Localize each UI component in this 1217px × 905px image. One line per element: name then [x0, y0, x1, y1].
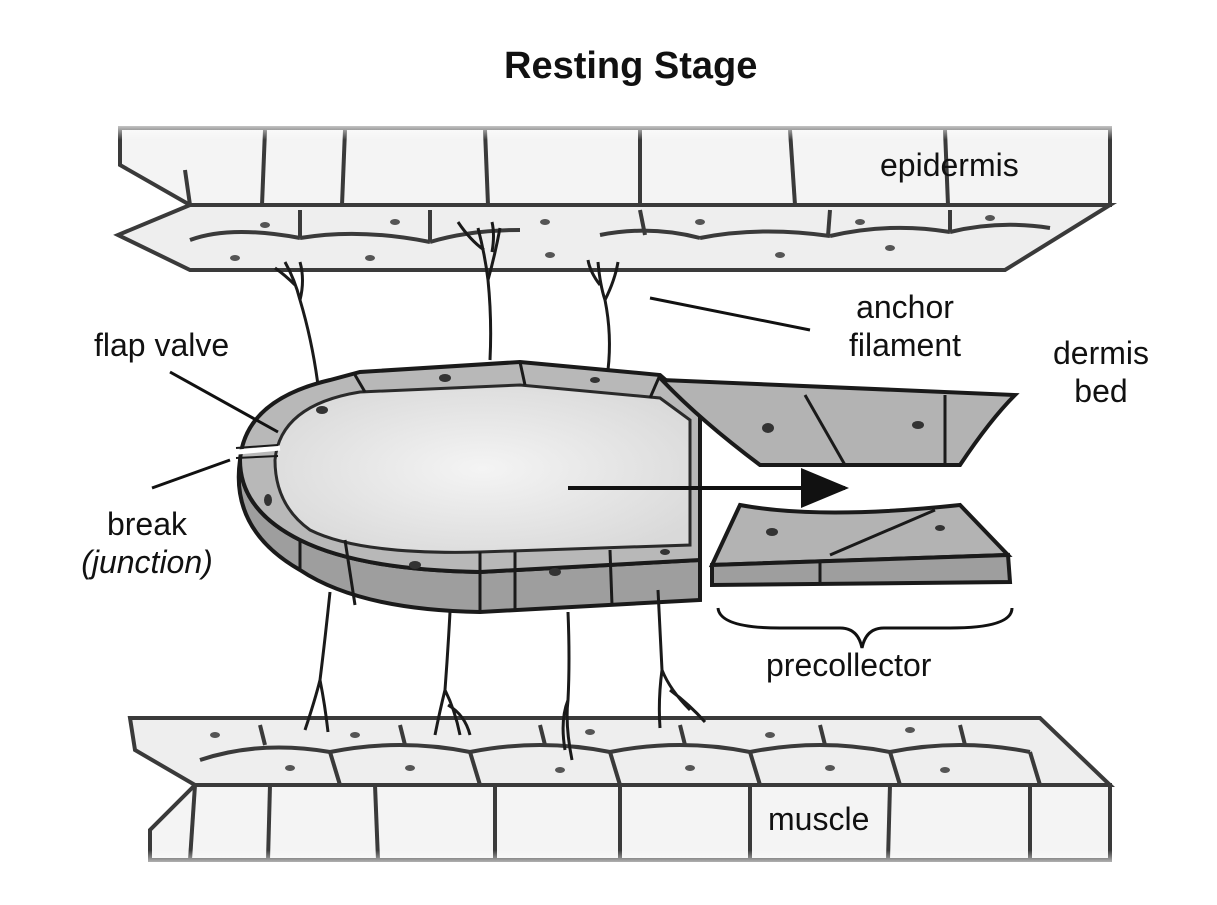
- precollector-label: precollector: [766, 647, 932, 683]
- anchor-filament-leader: [649, 296, 811, 332]
- epidermis-label: epidermis: [880, 147, 1019, 183]
- break-label: break (junction): [72, 505, 222, 582]
- diagram-title: Resting Stage: [504, 45, 758, 87]
- muscle-layer: [127, 716, 1115, 862]
- anchor-filament-label-line1: anchor: [856, 289, 954, 325]
- epidermis-fade: [100, 120, 1140, 140]
- junction-label: (junction): [81, 544, 213, 581]
- muscle-label: muscle: [768, 801, 870, 837]
- muscle-fade: [100, 850, 1140, 870]
- dermis-bed-label-line1: dermis: [1052, 335, 1149, 371]
- dermis-bed-label-line2: bed: [1074, 373, 1128, 410]
- dermis-bed-label: dermis bed: [1046, 334, 1156, 411]
- precollector-vessel: [657, 377, 1020, 588]
- break-label-line1: break: [106, 506, 188, 542]
- break-leader: [151, 458, 231, 490]
- anchor-filament-label: anchor filament: [836, 288, 974, 365]
- anchor-filaments-bottom: [303, 589, 707, 761]
- leader-lines: [151, 296, 1014, 649]
- anchor-filaments-top: [274, 221, 620, 386]
- epidermis-layer: [113, 126, 1118, 272]
- anchor-filament-label-line2: filament: [848, 327, 962, 364]
- precollector-brace: [716, 607, 1014, 649]
- flap-valve-leader: [169, 370, 279, 434]
- flap-valve-label: flap valve: [94, 327, 230, 363]
- initial-lymphatic-vessel: [235, 359, 702, 615]
